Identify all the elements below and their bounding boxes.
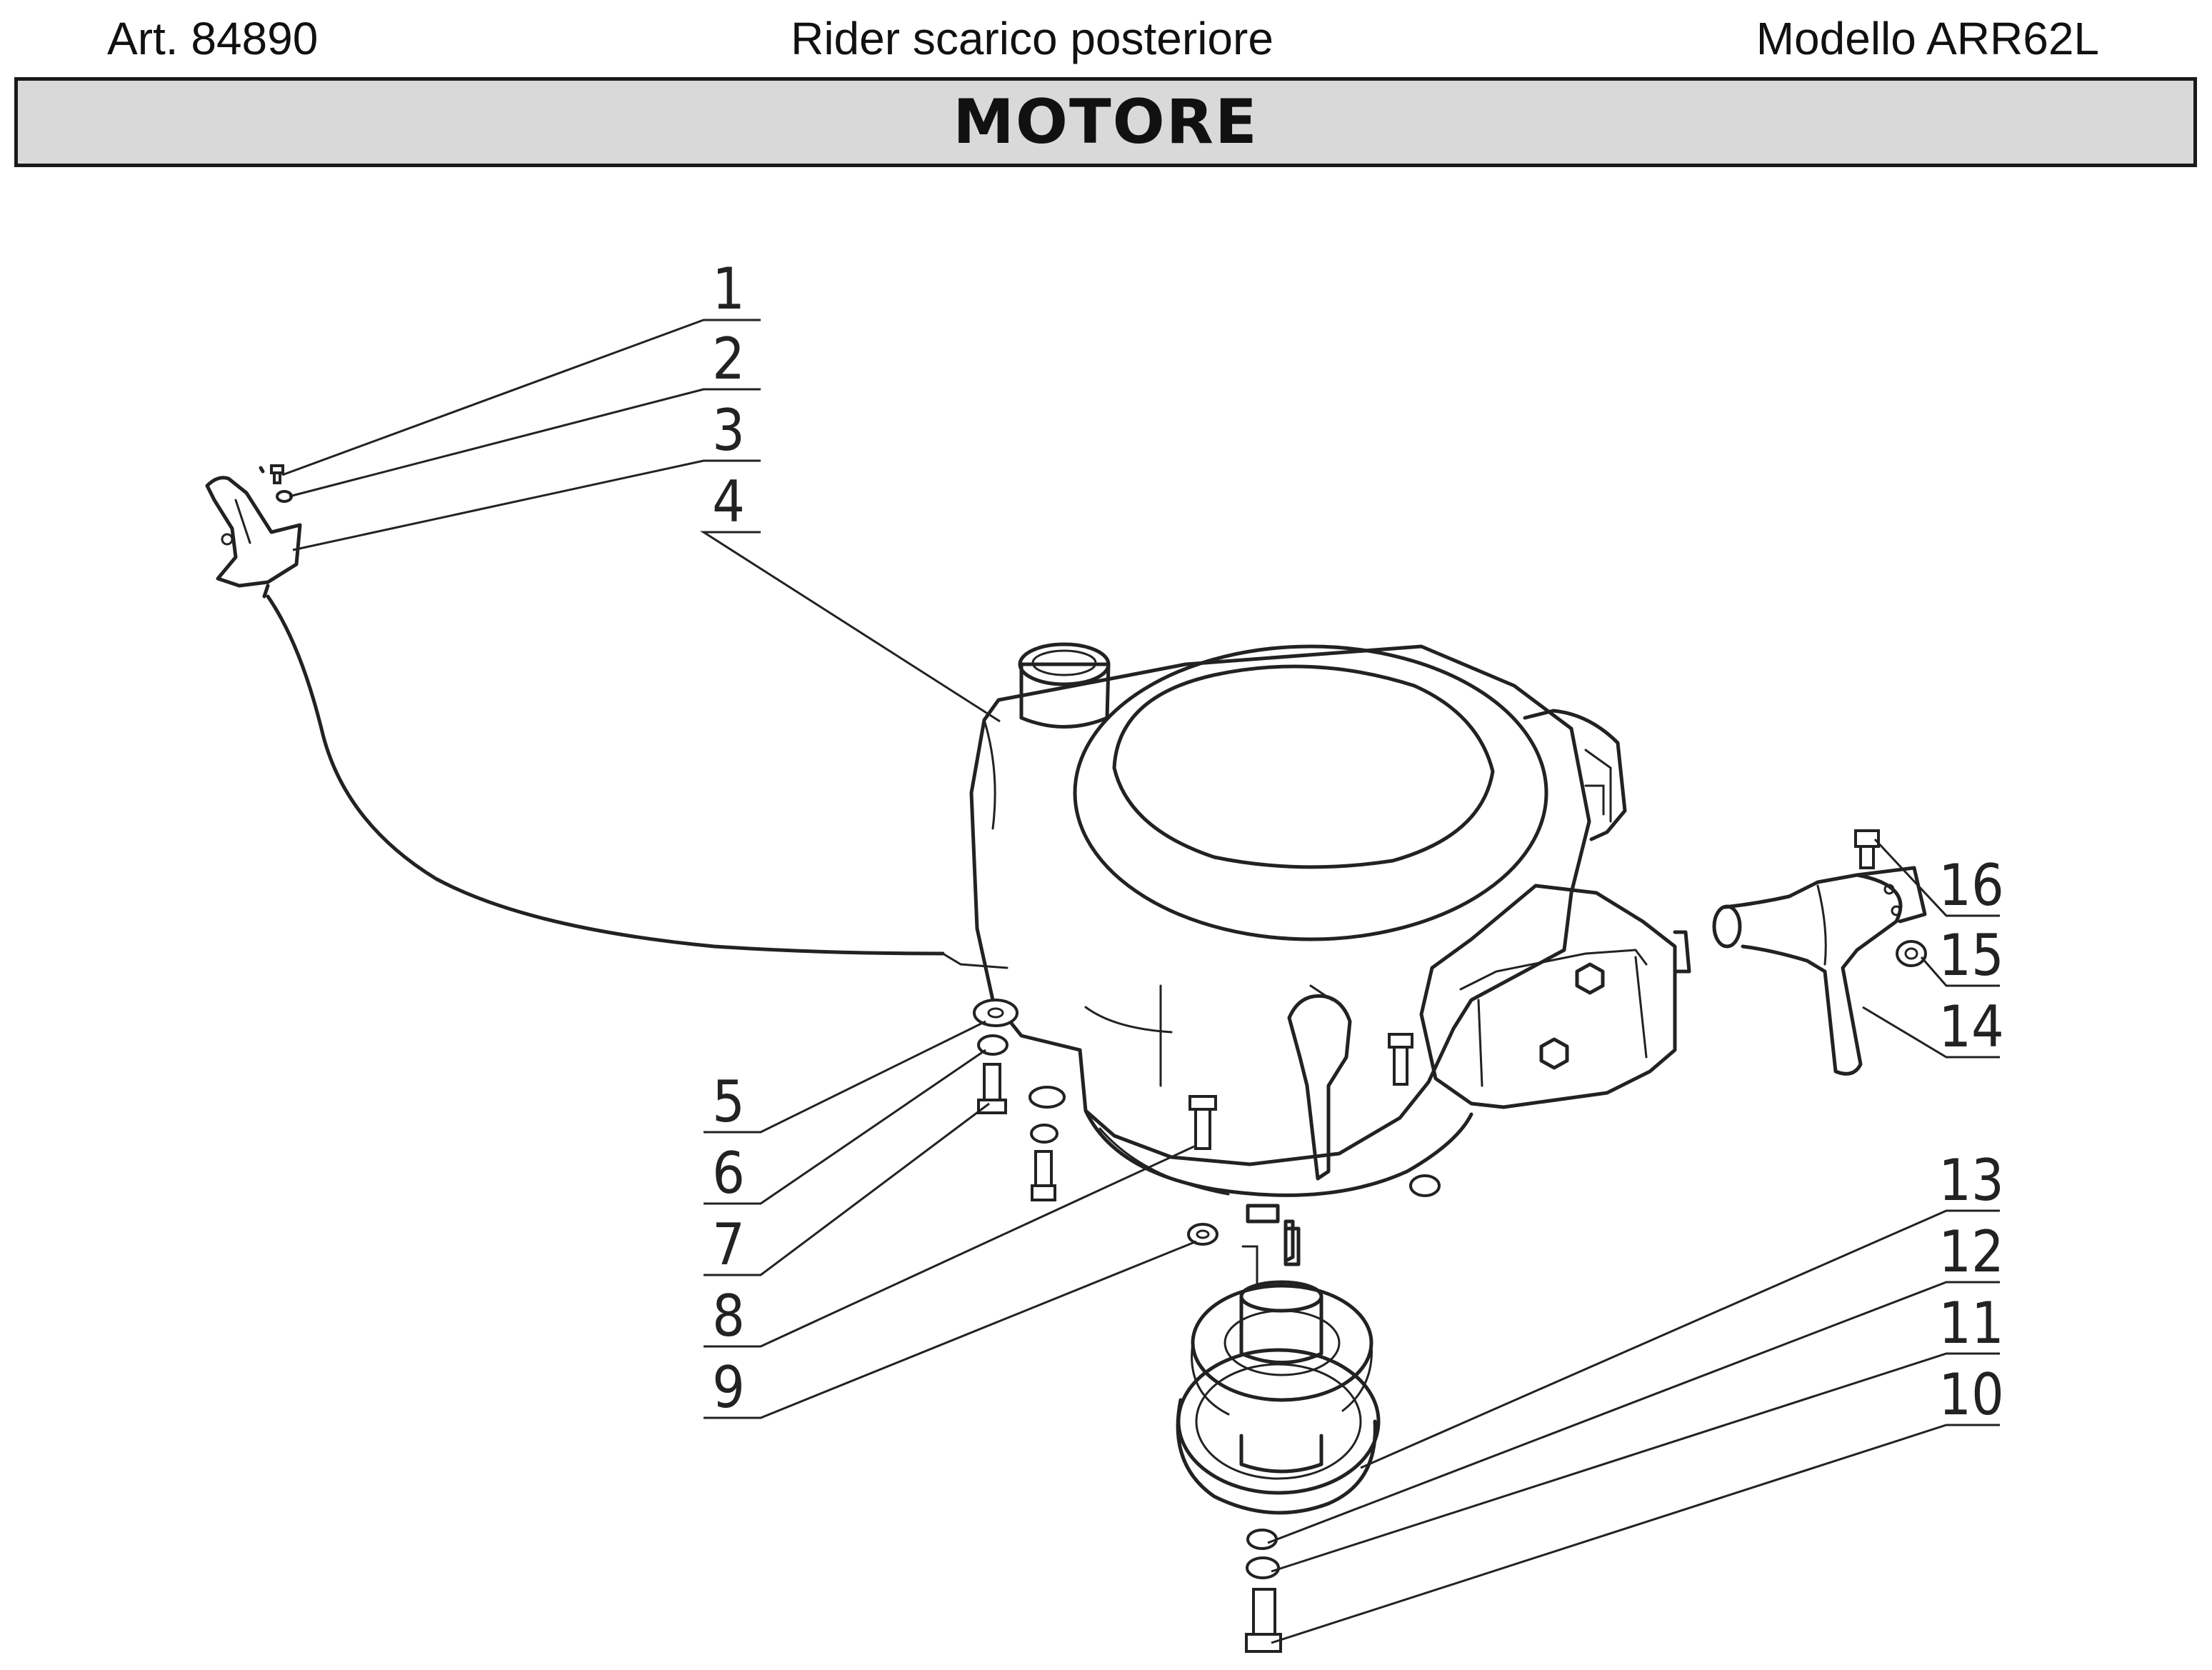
callout-12: 12: [1938, 1219, 2004, 1285]
washer-icon: [1030, 1124, 1059, 1144]
callout-10: 10: [1938, 1361, 2004, 1428]
callout-5: 5: [712, 1069, 745, 1135]
bolt-icon: [1188, 1095, 1217, 1150]
callout-16: 16: [1938, 852, 2004, 919]
bolt-icon: [1245, 1588, 1282, 1653]
exhaust-pipe-icon: [1712, 866, 1927, 1076]
engine-icon: [969, 642, 1627, 1287]
callout-3: 3: [712, 397, 745, 464]
callout-11: 11: [1938, 1290, 2004, 1356]
washer-icon: [1246, 1556, 1280, 1579]
callout-15: 15: [1938, 922, 2004, 989]
callout-8: 8: [712, 1283, 745, 1349]
nut-icon: [1187, 1223, 1218, 1246]
document-subtitle: Rider scarico posteriore: [791, 13, 1273, 64]
nut-icon: [1409, 1174, 1441, 1197]
throttle-cable-icon: [266, 594, 945, 956]
muffler-icon: [1419, 884, 1691, 1109]
washer-icon: [973, 999, 1019, 1027]
nut-icon: [1896, 940, 1927, 967]
callout-numbers: 1 2 3 4 5 6 7 8 9 10 11 12 13 14 15 16: [712, 256, 2004, 1428]
bolt-icon: [1388, 1033, 1413, 1086]
callout-1: 1: [712, 256, 745, 322]
callout-4: 4: [712, 469, 745, 535]
callout-2: 2: [712, 326, 745, 392]
callout-13: 13: [1938, 1147, 2004, 1214]
article-number: Art. 84890: [107, 13, 319, 64]
bolt-icon: [270, 464, 284, 484]
pulley-icon: [1176, 1226, 1381, 1515]
model-number: Modello ARR62L: [1756, 13, 2099, 64]
callout-7: 7: [712, 1211, 745, 1278]
bolt-icon: [977, 1063, 1007, 1114]
callout-14: 14: [1938, 994, 2004, 1060]
callout-9: 9: [712, 1354, 745, 1421]
bolt-icon: [1854, 829, 1880, 869]
washer-icon: [1246, 1529, 1278, 1550]
section-banner: MOTORE: [14, 77, 2197, 167]
washer-icon: [977, 1034, 1009, 1056]
bolt-icon: [1031, 1150, 1056, 1201]
washer-icon: [1029, 1086, 1066, 1109]
section-title: MOTORE: [953, 86, 1258, 158]
leader-lines: [281, 319, 2000, 1644]
callout-6: 6: [712, 1140, 745, 1206]
throttle-lever-icon: [205, 466, 302, 599]
